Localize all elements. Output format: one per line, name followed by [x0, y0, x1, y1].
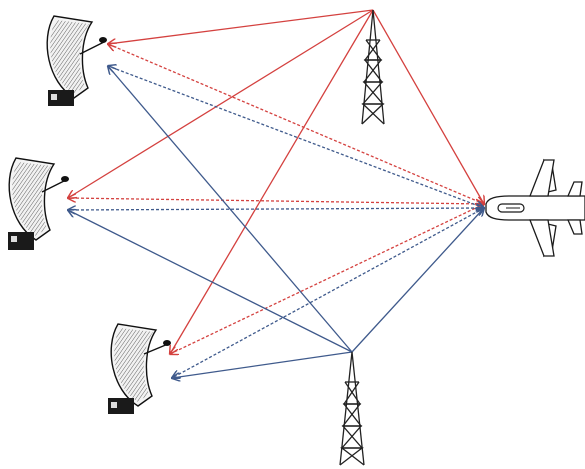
aircraft-icon — [485, 158, 585, 258]
radio-tower-top-icon — [361, 9, 385, 125]
link-aircraft-to-ground-station-3-blue — [172, 208, 484, 378]
link-tower-top-to-ground-station-3-red — [170, 9, 374, 354]
link-tower-bottom-to-ground-station-2-blue — [68, 210, 353, 353]
link-tower-top-to-ground-station-2-red — [68, 9, 374, 198]
signal-links — [68, 9, 484, 378]
link-aircraft-to-ground-station-1-blue — [108, 66, 484, 208]
link-aircraft-to-ground-station-2-red — [68, 198, 484, 204]
link-tower-top-to-aircraft-red — [372, 9, 484, 204]
ground-station-3-dish-icon — [108, 323, 171, 414]
link-tower-bottom-to-ground-station-3-blue — [172, 351, 353, 378]
link-aircraft-to-ground-station-1-red — [108, 44, 484, 204]
ground-station-2-dish-icon — [8, 157, 69, 250]
radio-tower-bottom-icon — [339, 351, 365, 466]
ground-station-1-dish-icon — [46, 15, 107, 106]
link-aircraft-to-ground-station-2-blue — [68, 208, 484, 210]
link-tower-bottom-to-ground-station-1-blue — [108, 66, 353, 353]
link-tower-top-to-ground-station-1-red — [108, 9, 374, 44]
link-aircraft-to-ground-station-3-red — [170, 204, 484, 354]
link-tower-bottom-to-aircraft-blue — [351, 208, 484, 353]
